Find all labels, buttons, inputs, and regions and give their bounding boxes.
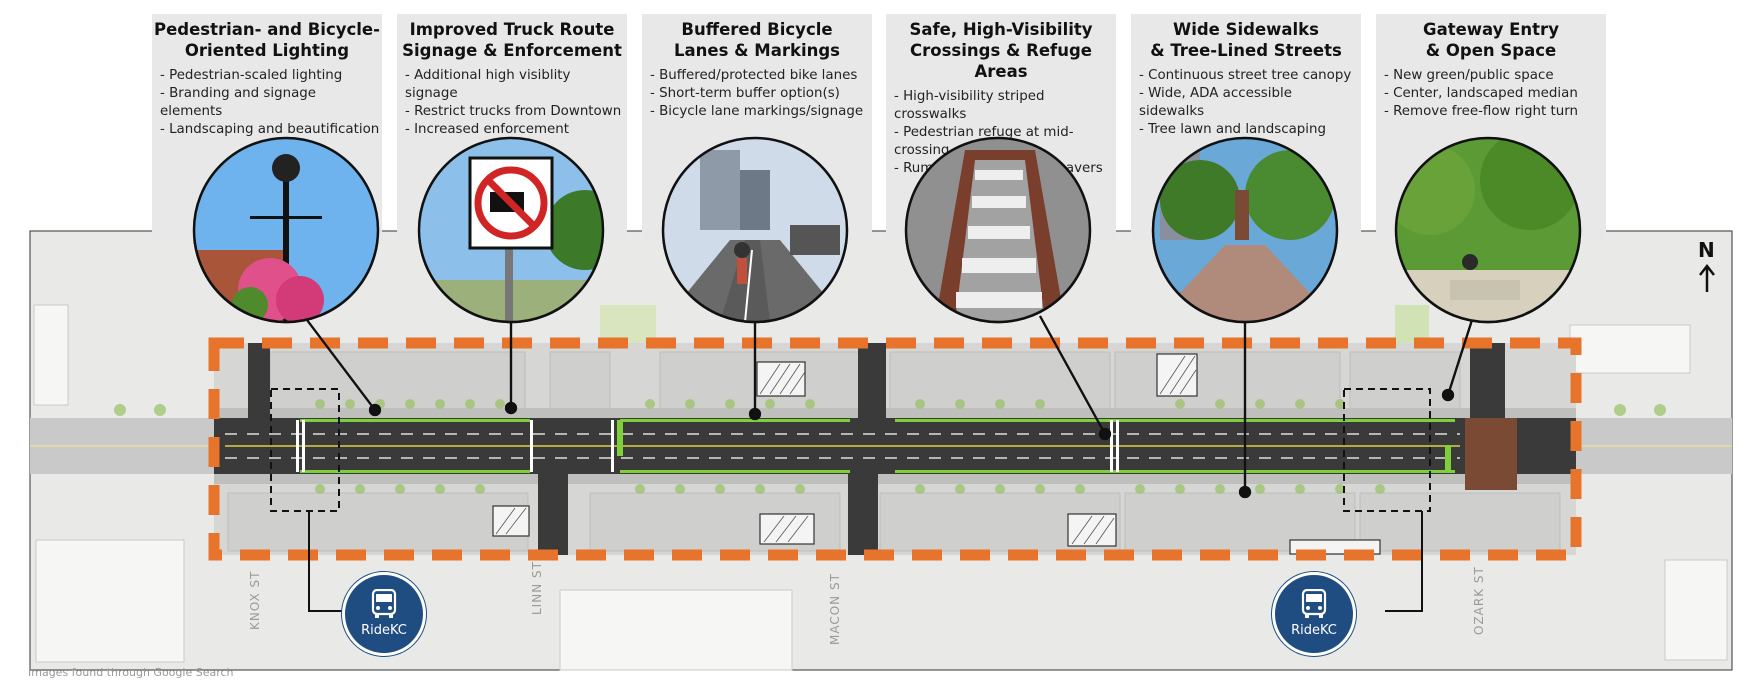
bus-stop-area-east: [1343, 388, 1431, 512]
card-title: Gateway Entry& Open Space: [1423, 20, 1559, 60]
street-label-macon: MACON ST: [828, 573, 842, 645]
bus-stop-label: RideKC: [1291, 623, 1337, 638]
card-list: Additional high visiblity signage Restri…: [397, 67, 627, 139]
street-label-ozark: OZARK ST: [1472, 566, 1486, 635]
list-item: Remove free-flow right turn: [1384, 103, 1606, 121]
bus-stop-badge-west: RideKC: [342, 572, 426, 656]
card-list: New green/public space Center, landscape…: [1376, 67, 1606, 121]
bus-icon: [371, 589, 397, 618]
card-list: Continuous street tree canopy Wide, ADA …: [1131, 67, 1361, 139]
card-list: Buffered/protected bike lanes Short-term…: [642, 67, 872, 121]
list-item: Center, landscaped median: [1384, 85, 1606, 103]
list-item: Branding and signage elements: [160, 85, 382, 121]
image-credit: Images found through Google Search: [28, 666, 234, 679]
card-list: High-visibility striped crosswalks Pedes…: [886, 88, 1116, 178]
list-item: Increased enforcement: [405, 121, 627, 139]
list-item: New green/public space: [1384, 67, 1606, 85]
card-gateway: Gateway Entry& Open Space New green/publ…: [1376, 14, 1606, 240]
list-item: Short-term buffer option(s): [650, 85, 872, 103]
list-item: Wide, ADA accessible sidewalks: [1139, 85, 1361, 121]
card-title: Pedestrian- and Bicycle-Oriented Lightin…: [154, 20, 380, 60]
list-item: Pedestrian-scaled lighting: [160, 67, 382, 85]
list-item: Bicycle lane markings/signage: [650, 103, 872, 121]
card-title: Wide Sidewalks& Tree-Lined Streets: [1150, 20, 1342, 60]
list-item: High-visibility striped crosswalks: [894, 88, 1116, 124]
list-item: Tree lawn and landscaping: [1139, 121, 1361, 139]
bus-stop-badge-east: RideKC: [1272, 572, 1356, 656]
bus-stop-label: RideKC: [361, 623, 407, 638]
north-arrow-icon: [1699, 263, 1715, 292]
list-item: Pedestrian refuge at mid-crossing: [894, 124, 1116, 160]
list-item: Additional high visiblity signage: [405, 67, 627, 103]
card-lighting: Pedestrian- and Bicycle-Oriented Lightin…: [152, 14, 382, 240]
card-sidewalks: Wide Sidewalks& Tree-Lined Streets Conti…: [1131, 14, 1361, 240]
card-list: Pedestrian-scaled lighting Branding and …: [152, 67, 382, 139]
north-label: N: [1698, 238, 1715, 262]
bus-stop-area-west: [270, 388, 340, 512]
list-item: Buffered/protected bike lanes: [650, 67, 872, 85]
list-item: Continuous street tree canopy: [1139, 67, 1361, 85]
street-label-knox: KNOX ST: [248, 570, 262, 630]
list-item: Restrict trucks from Downtown: [405, 103, 627, 121]
bus-icon: [1301, 589, 1327, 618]
project-boundary: [208, 337, 1582, 561]
street-label-linn: LINN ST: [530, 561, 544, 615]
list-item: Rumble strips/warning pavers: [894, 160, 1116, 178]
list-item: Landscaping and beautification: [160, 121, 382, 139]
